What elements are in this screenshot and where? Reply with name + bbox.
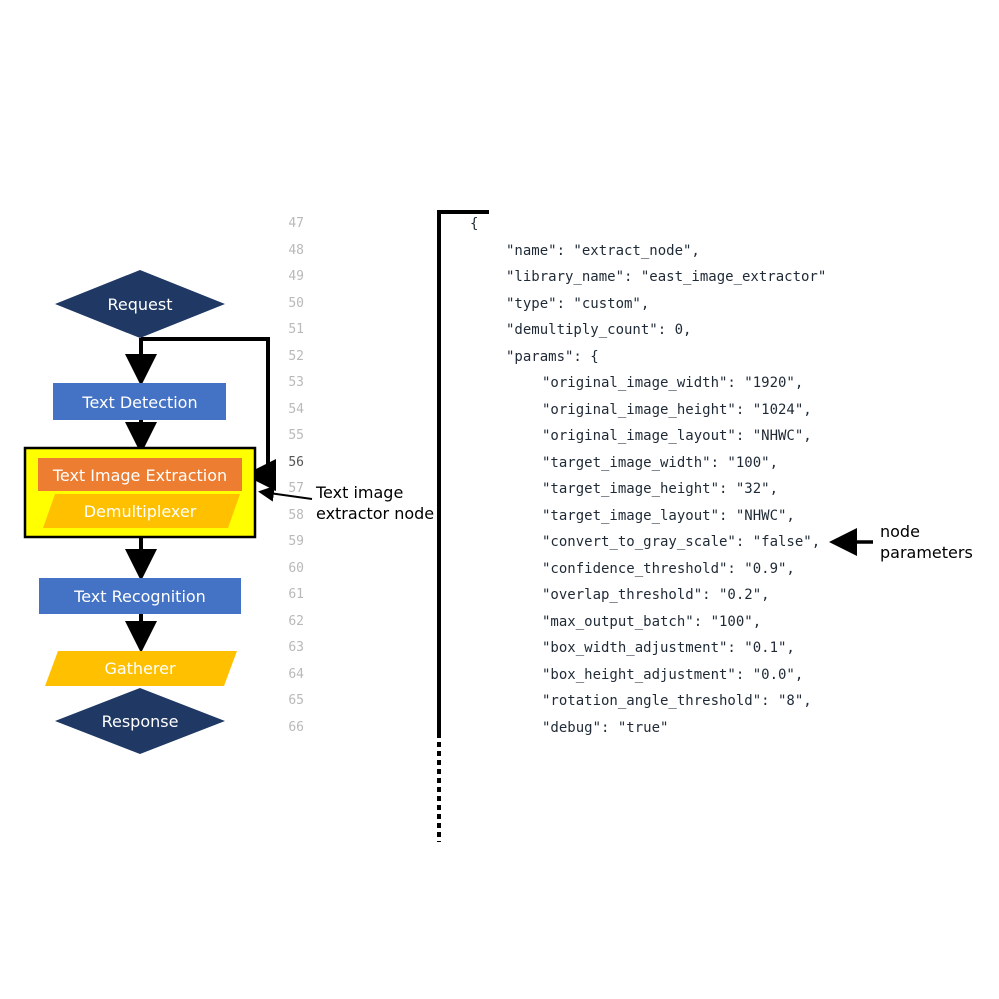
line-number: 59 (288, 534, 304, 549)
code-text: "overlap_threshold": "0.2", (542, 587, 770, 603)
code-text: "target_image_height": "32", (542, 481, 779, 497)
code-text: "box_width_adjustment": "0.1", (542, 640, 795, 656)
text-recognition-node (39, 578, 241, 614)
arrow-extractor-annotation (258, 485, 313, 502)
line-number: 52 (288, 348, 304, 364)
code-text: "name": "extract_node", (506, 242, 700, 259)
code-text: "original_image_width": "1920", (542, 375, 804, 391)
code-text: "debug": "true" (542, 719, 669, 736)
line-number: 66 (288, 719, 304, 735)
request-label: Request (108, 295, 173, 314)
demultiplexer-label: Demultiplexer (84, 502, 197, 521)
code-text: "rotation_angle_threshold": "8", (542, 693, 812, 709)
extractor-annotation-line2: extractor node (316, 504, 434, 523)
text-detection-node (53, 383, 226, 420)
code-text: "confidence_threshold": "0.9", (542, 560, 795, 577)
line-number: 47 (288, 216, 304, 231)
gatherer-node (45, 651, 237, 686)
response-label: Response (102, 712, 179, 731)
line-number: 50 (288, 295, 304, 311)
demultiplexer-node (43, 494, 240, 528)
code-text: "params": { (506, 348, 599, 365)
params-annotation-line1: node (880, 522, 920, 541)
line-number: 53 (288, 375, 304, 390)
code-text: "demultiply_count": 0, (506, 322, 692, 338)
gatherer-label: Gatherer (104, 659, 176, 678)
loop-arrow (141, 337, 276, 491)
code-text: "convert_to_gray_scale": "false", (542, 534, 821, 550)
line-number: 60 (288, 560, 304, 576)
text-image-extraction-node (38, 458, 242, 491)
code-text: "box_height_adjustment": "0.0", (542, 666, 804, 683)
line-number: 57 (288, 481, 304, 496)
code-text: "original_image_layout": "NHWC", (542, 428, 812, 444)
line-number: 63 (288, 640, 304, 655)
line-number: 65 (288, 693, 304, 708)
code-text: "target_image_layout": "NHWC", (542, 507, 795, 524)
line-number: 61 (288, 587, 304, 602)
line-number: 49 (288, 269, 304, 284)
line-number: 62 (288, 613, 304, 629)
line-number: 54 (288, 401, 304, 417)
params-annotation-line2: parameters (880, 543, 973, 562)
line-number: 48 (288, 242, 304, 258)
line-number: 58 (288, 507, 304, 523)
line-number: 55 (288, 428, 304, 443)
code-text: "original_image_height": "1024", (542, 401, 812, 418)
code-text: "max_output_batch": "100", (542, 613, 762, 630)
line-number: 51 (288, 322, 304, 337)
response-node (55, 688, 225, 754)
code-text: { (470, 216, 479, 232)
line-number: 64 (288, 666, 304, 682)
code-text: "target_image_width": "100", (542, 454, 779, 471)
text-detection-label: Text Detection (81, 393, 197, 412)
line-number: 56 (288, 454, 304, 470)
request-node (55, 270, 225, 338)
code-text: "library_name": "east_image_extractor" (506, 269, 827, 285)
text-recognition-label: Text Recognition (73, 587, 206, 606)
text-image-extraction-label: Text Image Extraction (52, 466, 227, 485)
code-text: "type": "custom", (506, 295, 650, 312)
extractor-annotation-line1: Text image (315, 483, 403, 502)
code-bracket (437, 210, 489, 738)
